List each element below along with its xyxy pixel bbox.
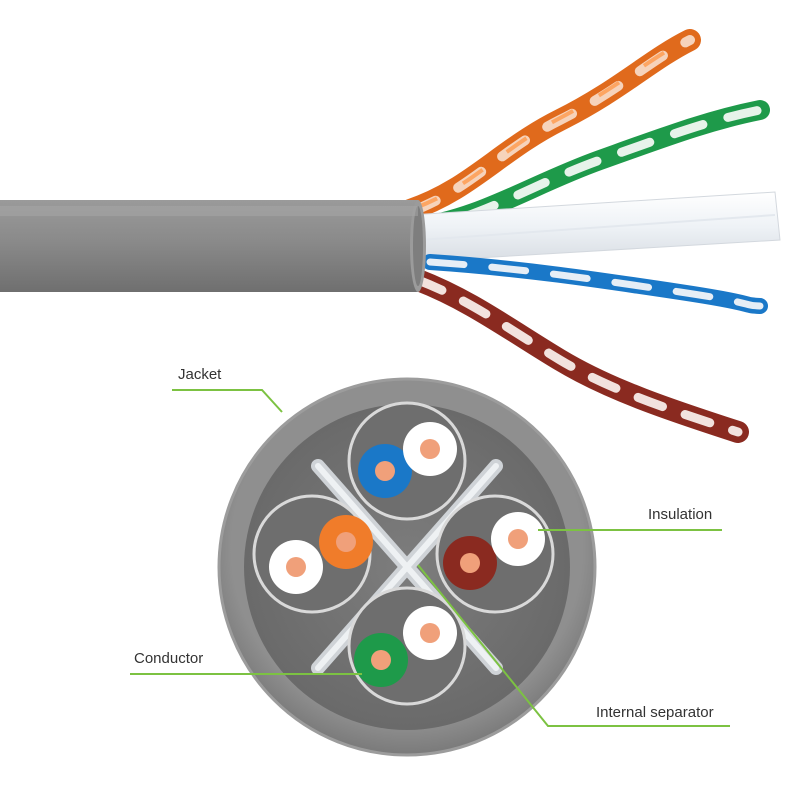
pair-right-brown [435, 494, 555, 614]
pair-left-orange [252, 494, 373, 614]
conductor-copper [336, 532, 356, 552]
pair-top-blue [347, 401, 467, 521]
label-conductor: Conductor [134, 650, 204, 667]
conductor-copper [375, 461, 395, 481]
conductor-copper [508, 529, 528, 549]
conductor-copper [286, 557, 306, 577]
separator-spline [409, 191, 781, 263]
twisted-pair-brown [407, 269, 749, 443]
conductor-copper [460, 553, 480, 573]
conductor-copper [420, 439, 440, 459]
internal-separator-shape [311, 459, 503, 675]
callout-lines [130, 389, 730, 727]
label-jacket: Jacket [178, 366, 222, 383]
twisted-pair-orange [399, 29, 701, 221]
conductor-copper [420, 623, 440, 643]
label-internal-separator: Internal separator [596, 704, 714, 721]
cable-cross-section [217, 377, 597, 757]
cable-side-view [0, 29, 781, 443]
pair-bottom-green [347, 586, 467, 706]
label-insulation: Insulation [648, 506, 713, 523]
callout-line-jacket [172, 389, 283, 413]
callout-line-separator [417, 564, 730, 727]
twisted-pair-blue [422, 254, 768, 314]
conductor-copper [371, 650, 391, 670]
